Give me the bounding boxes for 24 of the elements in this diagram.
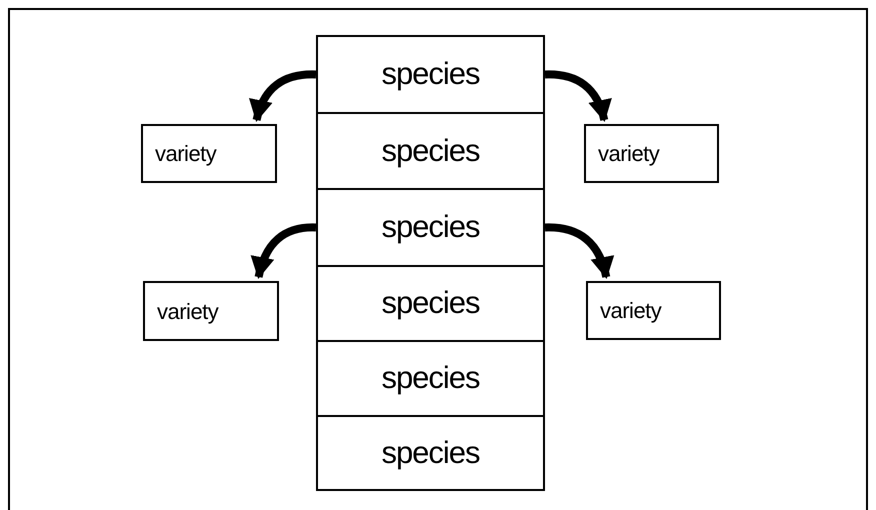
variety-label: variety	[598, 140, 660, 168]
species-box	[316, 112, 545, 190]
variety-box	[586, 281, 721, 340]
variety-box	[584, 124, 719, 183]
variety-box	[143, 281, 279, 341]
species-label: species	[381, 284, 480, 322]
curved-arrow	[250, 70, 316, 122]
curved-arrow	[251, 224, 316, 279]
curved-arrow	[544, 224, 614, 279]
species-label: species	[381, 434, 480, 472]
species-label: species	[381, 208, 480, 246]
variety-label: variety	[600, 297, 662, 325]
species-box	[316, 265, 545, 342]
species-box	[316, 188, 545, 267]
variety-box	[141, 124, 277, 183]
species-box	[316, 340, 545, 417]
variety-label: variety	[155, 140, 216, 168]
variety-label: variety	[157, 298, 218, 326]
species-box	[316, 415, 545, 491]
species-label: species	[381, 359, 480, 398]
species-label: species	[381, 132, 480, 170]
curved-arrow	[545, 70, 611, 122]
species-box	[316, 35, 545, 114]
species-label: species	[381, 55, 480, 94]
